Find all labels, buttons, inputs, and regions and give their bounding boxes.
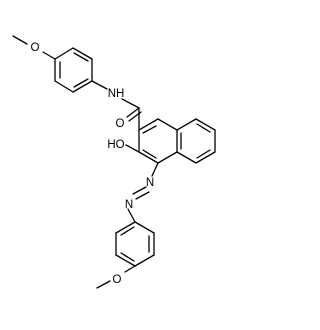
ring-nh-bond <box>91 80 108 90</box>
azo-ring-bond <box>127 208 136 223</box>
hydroxyl-group <box>125 144 140 153</box>
amide-linker <box>91 80 142 131</box>
atom-label-o-top: O <box>31 42 40 54</box>
nh-carbon-bond <box>121 98 140 109</box>
chemical-structure: O NH O HO N N O <box>12 35 216 289</box>
atom-label-ho: HO <box>107 139 124 151</box>
oxygen-ring-bond-bottom <box>124 265 136 273</box>
hydroxyl-bond <box>125 144 140 153</box>
carbonyl-bond <box>126 107 140 118</box>
top-methoxy-group <box>12 35 56 60</box>
ring-azo-bond <box>151 162 159 177</box>
methyl-bond-top <box>12 35 28 45</box>
atom-label-o-bottom: O <box>113 274 122 286</box>
bottom-methoxy-group <box>96 265 136 289</box>
oxygen-ring-bond-top <box>42 51 56 60</box>
naphthalene-core <box>138 118 216 164</box>
atom-label-n-lower: N <box>125 199 133 211</box>
atom-label-n-upper: N <box>146 177 154 189</box>
azo-double-bond-a <box>132 186 147 195</box>
bottom-methoxyphenyl-ring <box>115 221 155 267</box>
azo-bridge <box>127 162 159 223</box>
structure-canvas: O NH O HO N N O <box>12 35 216 289</box>
atom-label-o-carbonyl: O <box>116 118 125 130</box>
methyl-bond-bottom <box>96 280 111 289</box>
azo-double-bond-b <box>135 191 150 200</box>
atom-label-nh: NH <box>108 88 125 100</box>
top-methoxyphenyl-ring <box>54 47 93 93</box>
